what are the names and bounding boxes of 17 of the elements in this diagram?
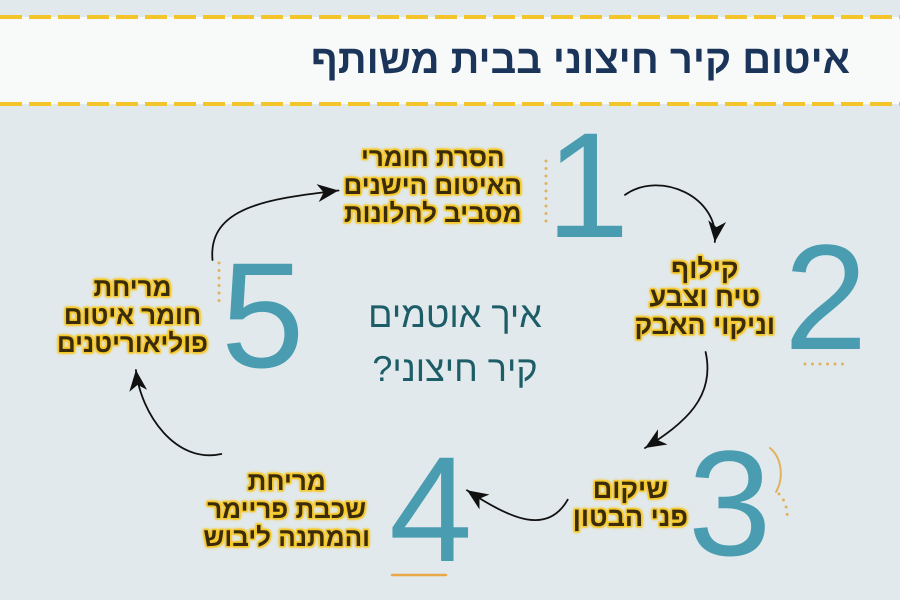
step-number: 4	[390, 454, 467, 564]
step-number: 3	[693, 448, 766, 558]
step-text: מריחת חומר איטום פוליאוריטנים	[56, 271, 209, 360]
curved-arrow	[130, 369, 222, 456]
step-number: 2	[787, 242, 860, 352]
step-number: 1	[557, 130, 625, 240]
curved-arrow	[466, 489, 569, 522]
curved-arrow	[212, 184, 340, 261]
step-number: 5	[226, 260, 299, 370]
title: איטום קיר חיצוני בבית משותף	[310, 37, 850, 84]
step-text: שיקום פני הבטון	[572, 473, 689, 534]
step-text: קילוף טיח וצבע וניקוי האבק	[634, 253, 776, 342]
center-question: איך אוטמים קיר חיצוני?	[368, 293, 542, 391]
step-text: הסרת חומרי האיטום הישנים מסביב לחלונות	[342, 141, 523, 230]
curved-arrow	[644, 351, 708, 449]
curved-arrow	[624, 184, 724, 243]
step-text: מריחת שכבת פריימר והמתנה ליבוש	[202, 465, 371, 554]
